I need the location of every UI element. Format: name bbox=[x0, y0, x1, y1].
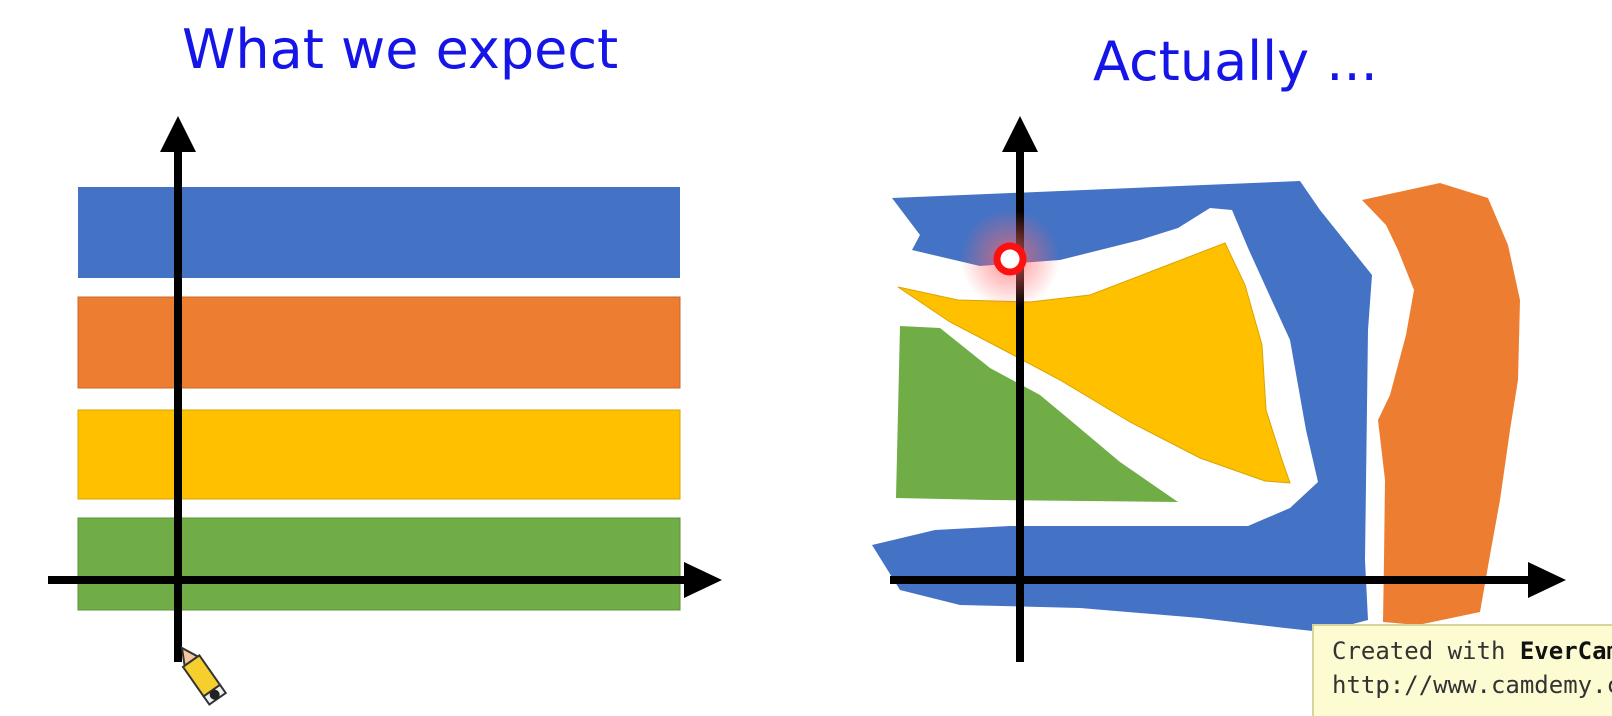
evercam-watermark: Created with EverCam http://www.camdemy.… bbox=[1312, 624, 1612, 716]
band-orange bbox=[77, 296, 681, 389]
expected-diagram bbox=[48, 116, 722, 662]
title-actually: Actually ... bbox=[1093, 30, 1378, 93]
pencil-cursor-icon bbox=[180, 646, 228, 706]
band-yellow bbox=[77, 409, 681, 500]
watermark-url: http://www.camdemy.com bbox=[1332, 671, 1612, 699]
actual-diagram bbox=[872, 116, 1566, 662]
region-orange bbox=[1362, 183, 1520, 625]
region-green bbox=[896, 326, 1178, 502]
x-axis-right-arrowhead bbox=[1528, 562, 1566, 598]
band-blue bbox=[78, 187, 680, 278]
y-axis-right-arrowhead bbox=[1002, 116, 1038, 152]
recording-highlight-icon bbox=[960, 209, 1060, 309]
band-green bbox=[77, 517, 681, 611]
y-axis-arrowhead bbox=[160, 116, 196, 152]
watermark-line1: Created with EverCam bbox=[1332, 637, 1612, 665]
title-what-we-expect: What we expect bbox=[182, 18, 619, 81]
region-blue bbox=[872, 181, 1372, 632]
x-axis-arrowhead bbox=[684, 562, 722, 598]
